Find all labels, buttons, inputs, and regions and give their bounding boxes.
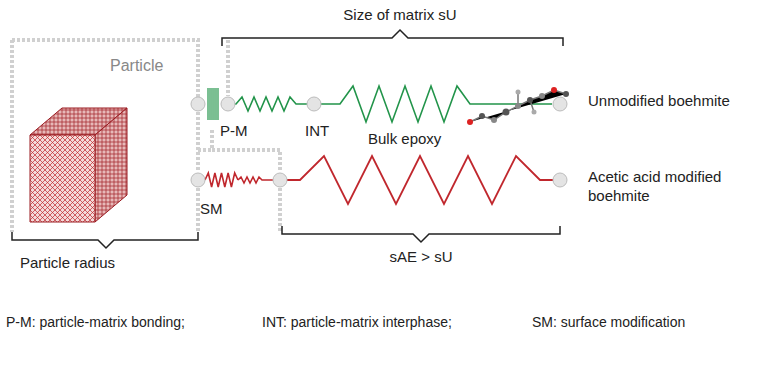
spring xyxy=(205,173,238,187)
legend-note: INT: particle-matrix interphase; xyxy=(262,314,452,332)
legend-note: SM: surface modification xyxy=(532,314,685,332)
spring xyxy=(238,177,273,183)
part-abbrev: SM xyxy=(200,200,223,219)
material-label: Unmodified boehmite xyxy=(588,92,738,111)
radius-bracket xyxy=(12,232,198,248)
guide-lines xyxy=(12,40,280,232)
bracket-label: Size of matrix sU xyxy=(343,6,456,25)
material-label: Acetic acid modified boehmite xyxy=(588,168,738,206)
bracket-label: Particle radius xyxy=(20,254,115,273)
epoxy-molecule xyxy=(467,87,569,125)
particle-label: Particle xyxy=(110,56,163,76)
material-label: Bulk epoxy xyxy=(368,130,441,149)
boehmite-particle xyxy=(30,108,127,222)
spring xyxy=(314,86,552,122)
matrix-bracket xyxy=(222,30,563,46)
spring xyxy=(228,97,314,111)
modified-matrix-bracket xyxy=(282,226,560,242)
spring xyxy=(287,156,553,204)
bonding-wall xyxy=(208,88,218,120)
part-abbrev: INT xyxy=(305,122,329,141)
part-abbrev: P-M xyxy=(220,122,248,141)
bracket-label: sAE > sU xyxy=(390,248,453,267)
legend-note: P-M: particle-matrix bonding; xyxy=(6,314,185,332)
